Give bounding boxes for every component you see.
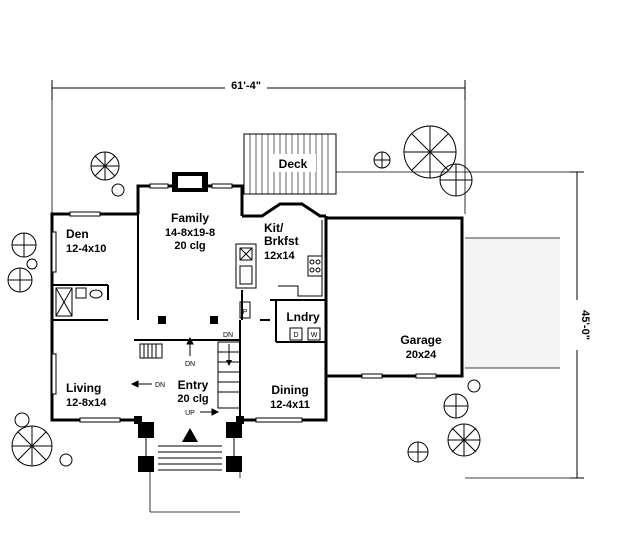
garage-name: Garage <box>400 333 442 347</box>
kitchen-size: 12x14 <box>264 250 295 262</box>
living-size: 12-8x14 <box>66 397 107 409</box>
windows <box>51 183 437 423</box>
den-bath <box>55 287 103 317</box>
living-name: Living <box>66 381 101 395</box>
laundry-fixtures <box>289 327 321 341</box>
entry-arrow <box>182 428 198 442</box>
exterior-walls <box>50 184 464 422</box>
living-dn-marker: DN <box>155 382 165 389</box>
depth-dimension: 45'-0" <box>579 310 591 340</box>
family-dn-marker: DN <box>185 361 195 368</box>
pantry-marker: P <box>243 309 248 316</box>
family-ceiling: 20 clg <box>174 240 205 252</box>
family-size: 14-8x19-8 <box>165 227 215 239</box>
driveway <box>465 237 560 369</box>
dining-name: Dining <box>271 383 308 397</box>
direction-arrows <box>130 336 220 416</box>
washer-marker: W <box>311 332 318 339</box>
deck-label: Deck <box>279 157 308 171</box>
coat-closet <box>139 343 163 359</box>
stairs <box>217 341 241 409</box>
garage-size: 20x24 <box>406 349 437 361</box>
entry-up-marker: UP <box>185 410 195 417</box>
room-labels: Den 12-4x10 Family 14-8x19-8 20 clg Kit/… <box>66 211 442 411</box>
den-size: 12-4x10 <box>66 243 106 255</box>
landscaping-trees <box>7 125 481 467</box>
entry-name: Entry <box>178 378 209 392</box>
stair-dn-marker: DN <box>223 332 233 339</box>
stair-arrow <box>226 360 232 366</box>
family-name: Family <box>171 211 209 225</box>
dining-size: 12-4x11 <box>270 399 310 411</box>
fireplace <box>172 172 208 192</box>
den-name: Den <box>66 227 89 241</box>
front-porch <box>145 428 235 471</box>
deck <box>243 133 337 195</box>
kitchen-fixtures <box>235 220 323 319</box>
entry-ceiling: 20 clg <box>177 393 208 405</box>
dryer-marker: D <box>293 332 298 339</box>
kitchen-name-line1: Kit/ <box>264 221 284 235</box>
kitchen-name-line2: Brkfst <box>264 234 299 248</box>
laundry-name: Lndry <box>286 310 320 324</box>
width-dimension: 61'-4" <box>231 80 261 92</box>
